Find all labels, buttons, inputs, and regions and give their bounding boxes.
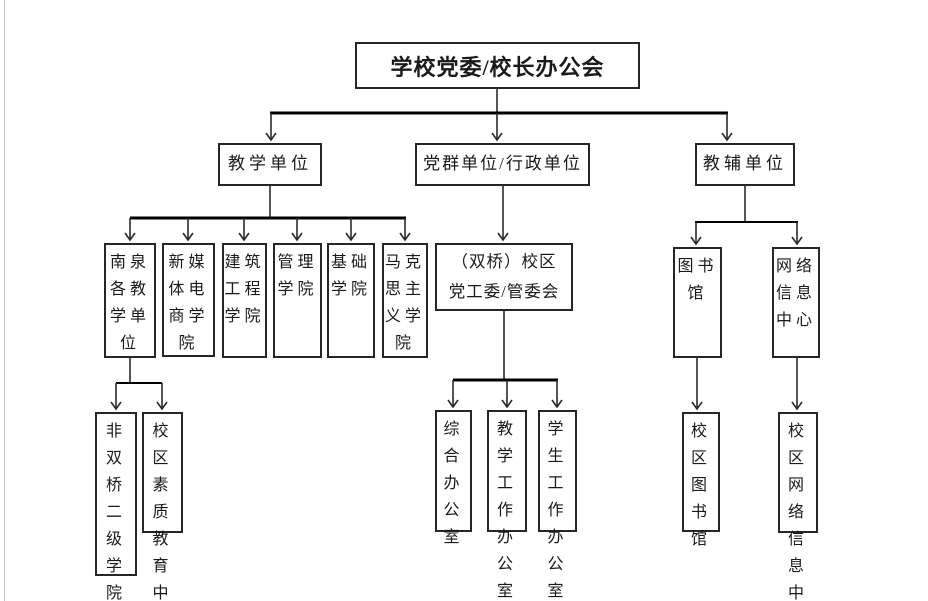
node-marxism-college: 马克 思主 义学 院 bbox=[382, 243, 428, 358]
node-label: 基础 学院 bbox=[330, 254, 371, 298]
node-label: 建筑 工程 学院 bbox=[224, 254, 265, 325]
node-label: 党群单位/行政单位 bbox=[423, 154, 582, 174]
node-shuangqiao-campus-committee: （双桥）校区 党工委/管委会 bbox=[435, 243, 573, 311]
node-construction-engineering-college: 建筑 工程 学院 bbox=[222, 243, 267, 358]
node-campus-network-info-center: 校区 网络 信息 中心 bbox=[778, 412, 818, 601]
node-nanquan-teaching-units: 南泉 各教 学单 位 bbox=[104, 243, 156, 358]
node-library: 图书 馆 bbox=[673, 247, 722, 358]
node-label: 非双 桥二 级学 院教 学工 作组 bbox=[105, 423, 126, 601]
node-management-college: 管理 学院 bbox=[273, 243, 322, 358]
node-campus-quality-education-center: 校区 素质 教育 中心 bbox=[142, 412, 183, 601]
node-label: 教学 工作 办公 室 bbox=[496, 421, 517, 600]
node-root-office-meeting: 学校党委/校长办公会 bbox=[355, 42, 640, 89]
node-label: 学校党委/校长办公会 bbox=[390, 54, 605, 80]
node-new-media-ecommerce-college: 新媒 体电 商学 院 bbox=[162, 243, 215, 357]
node-label: 教学单位 bbox=[228, 154, 312, 174]
node-label: （双桥）校区 党工委/管委会 bbox=[448, 252, 560, 301]
node-label: 学生 工作 办公 室 bbox=[547, 421, 568, 600]
node-label: 网络 信息 中心 bbox=[775, 258, 816, 329]
node-foundation-college: 基础 学院 bbox=[327, 243, 375, 358]
node-label: 新媒 体电 商学 院 bbox=[168, 254, 209, 352]
node-auxiliary-units: 教辅单位 bbox=[695, 143, 795, 186]
node-label: 管理 学院 bbox=[277, 254, 318, 298]
node-party-admin-units: 党群单位/行政单位 bbox=[415, 143, 590, 186]
node-label: 校区 图书 馆 bbox=[690, 423, 711, 548]
node-network-info-center: 网络 信息 中心 bbox=[772, 247, 820, 358]
node-teaching-affairs-office: 教学 工作 办公 室 bbox=[487, 410, 527, 600]
node-label: 南泉 各教 学单 位 bbox=[109, 254, 150, 352]
node-student-affairs-office: 学生 工作 办公 室 bbox=[538, 410, 577, 600]
node-label: 马克 思主 义学 院 bbox=[384, 254, 425, 352]
node-label: 教辅单位 bbox=[703, 154, 787, 174]
node-teaching-units: 教学单位 bbox=[218, 143, 322, 186]
node-general-office: 综合 办公 室 bbox=[435, 410, 472, 546]
node-label: 综合 办公 室 bbox=[443, 421, 464, 546]
node-label: 图书 馆 bbox=[677, 258, 718, 302]
node-non-shuangqiao-teaching-workgroup: 非双 桥二 级学 院教 学工 作组 bbox=[95, 412, 137, 601]
page-edge-line bbox=[4, 0, 5, 601]
node-campus-library: 校区 图书 馆 bbox=[682, 412, 720, 548]
node-label: 校区 素质 教育 中心 bbox=[152, 423, 173, 601]
node-label: 校区 网络 信息 中心 bbox=[787, 423, 808, 601]
